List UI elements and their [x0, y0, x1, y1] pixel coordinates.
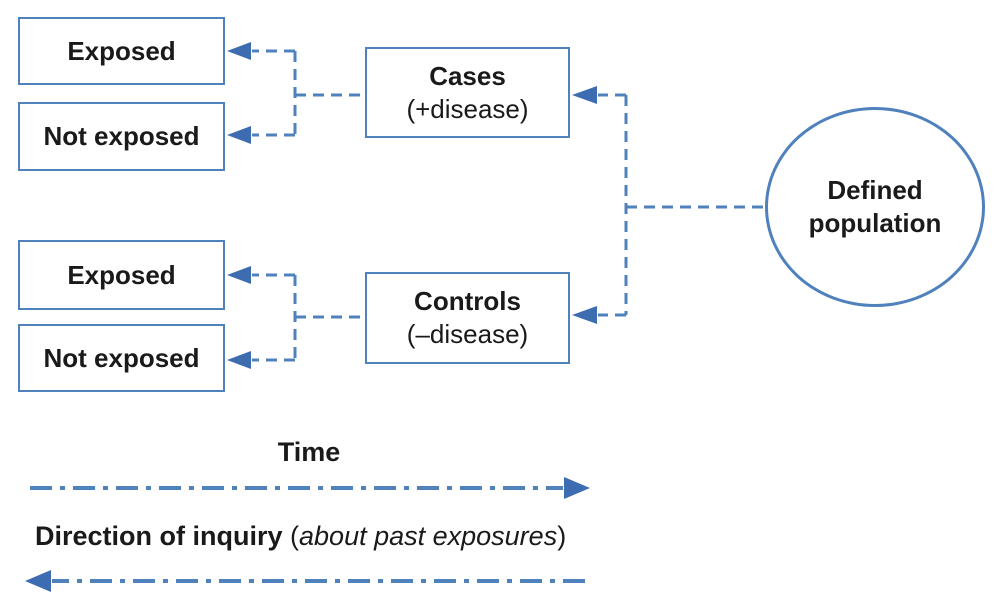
exposed-box-top-label: Exposed	[67, 35, 176, 66]
exposed-box-bottom: Exposed	[18, 240, 225, 310]
arrowhead-left-icon	[227, 351, 251, 369]
not-exposed-box-bottom: Not exposed	[18, 324, 225, 392]
cases-box-subtitle: (+disease)	[406, 93, 529, 124]
time-axis-label: Time	[277, 437, 341, 467]
arrowhead-left-icon	[572, 86, 597, 104]
not-exposed-box-bottom-label: Not exposed	[43, 342, 200, 373]
not-exposed-box-top-label: Not exposed	[43, 121, 200, 151]
defined-population-label: Defined population	[808, 175, 942, 238]
arrowhead-left-icon	[227, 126, 251, 144]
inquiry-label-paren-open: (	[282, 521, 300, 551]
arrowhead-left-icon	[25, 570, 51, 592]
cases-box: Cases (+disease)	[365, 47, 570, 138]
cases-box-title: Cases	[429, 60, 506, 91]
arrowhead-left-icon	[572, 306, 597, 324]
inquiry-label-paren-close: )	[557, 521, 567, 551]
exposed-box-bottom-label: Exposed	[67, 259, 176, 290]
defined-population-circle: Defined population	[765, 107, 985, 307]
arrowhead-left-icon	[227, 266, 251, 284]
inquiry-label-italic: about past exposures	[299, 521, 558, 551]
exposed-box-top: Exposed	[18, 17, 225, 85]
arrowhead-left-icon	[227, 42, 251, 60]
not-exposed-box-top: Not exposed	[18, 102, 225, 171]
controls-box-title: Controls	[414, 286, 521, 316]
controls-box: Controls (–disease)	[365, 272, 570, 364]
controls-box-subtitle: (–disease)	[406, 319, 529, 349]
arrowhead-right-icon	[564, 477, 590, 499]
inquiry-label-bold: Direction of inquiry	[35, 521, 283, 551]
direction-of-inquiry-label: Direction of inquiry (about past exposur…	[35, 521, 566, 552]
